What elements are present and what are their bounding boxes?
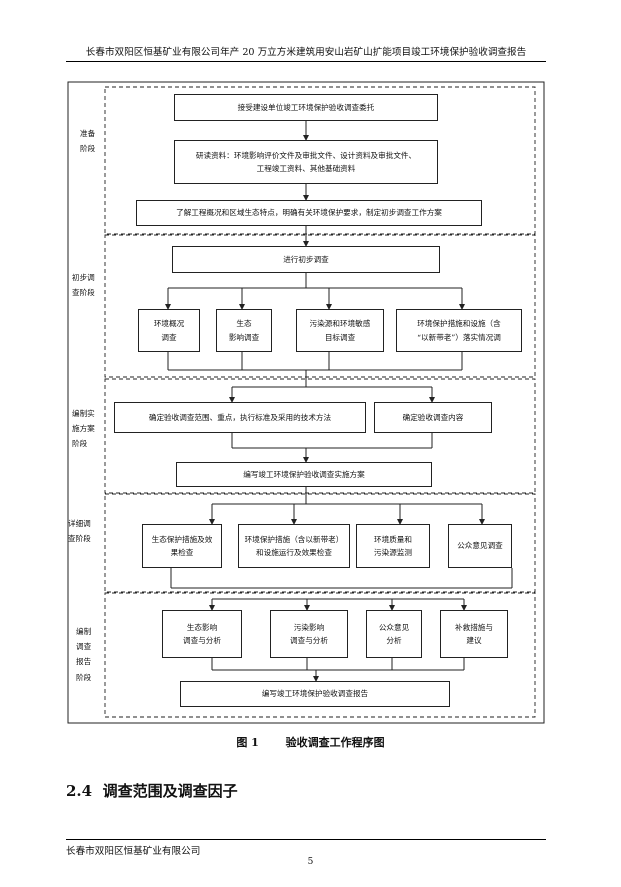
box-determine-content: 确定验收调查内容 <box>374 402 492 433</box>
section-heading: 2.4 调查范围及调查因子 <box>66 780 238 801</box>
box-pollution-analysis: 污染影响 调查与分析 <box>270 610 348 658</box>
page-number: 5 <box>307 857 314 867</box>
box-env-overview: 环境概况 调查 <box>138 309 200 352</box>
box-preliminary-survey: 进行初步调查 <box>172 246 440 273</box>
footer-company: 长春市双阳区恒基矿业有限公司 <box>66 846 201 857</box>
box-eco-measures-check: 生态保护措施及效 果检查 <box>142 524 222 568</box>
section-number: 2.4 <box>66 782 93 800</box>
box-pollution-source: 污染源和环境敏感 目标调查 <box>296 309 384 352</box>
stage-label-prepare: 准备 阶段 <box>80 129 96 154</box>
flowchart-lines <box>67 81 545 724</box>
box-determine-scope: 确定验收调查范围、重点，执行标准及采用的技术方法 <box>114 402 366 433</box>
figure-caption: 图 1 验收调查工作程序图 <box>0 734 621 750</box>
box-public-analysis: 公众意见 分析 <box>366 610 422 658</box>
flowchart-figure: 准备 阶段 初步调 查阶段 编制实 施方案 阶段 详细调 查阶段 编制 调查 报… <box>66 80 546 725</box>
figure-caption-number: 图 1 <box>236 736 259 749</box>
box-eco-impact: 生态 影响调查 <box>216 309 272 352</box>
stage-label-detailed: 详细调 查阶段 <box>68 519 91 544</box>
box-write-plan: 编写竣工环境保护验收调查实施方案 <box>176 462 432 487</box>
footer-divider <box>66 839 546 840</box>
stage-label-report: 编制 调查 报告 阶段 <box>76 627 92 682</box>
box-entrust: 接受建设单位竣工环境保护验收调查委托 <box>174 94 438 121</box>
figure-caption-text: 验收调查工作程序图 <box>285 736 385 749</box>
box-env-measures-check: 环境保护措施（含以新带老） 和设施运行及效果检查 <box>238 524 350 568</box>
box-remedial-measures: 补救措施与 建议 <box>440 610 508 658</box>
section-title: 调查范围及调查因子 <box>102 782 238 800</box>
box-write-report: 编写竣工环境保护验收调查报告 <box>180 681 450 707</box>
box-public-survey: 公众意见调查 <box>448 524 512 568</box>
stage-label-plan: 编制实 施方案 阶段 <box>72 409 95 449</box>
stage-label-preliminary: 初步调 查阶段 <box>72 273 95 298</box>
box-measures-implementation: 环境保护措施和设施（含 “以新带老”）落实情况调 <box>396 309 522 352</box>
box-eco-analysis: 生态影响 调查与分析 <box>162 610 242 658</box>
box-understand-project: 了解工程概况和区域生态特点，明确有关环境保护要求，制定初步调查工作方案 <box>136 200 482 226</box>
box-quality-monitoring: 环境质量和 污染源监测 <box>356 524 430 568</box>
running-header: 长春市双阳区恒基矿业有限公司年产 20 万立方米建筑用安山岩矿山扩能项目竣工环境… <box>85 47 527 58</box>
box-study-materials: 研读资料：环境影响评价文件及审批文件、设计资料及审批文件、 工程竣工资料、其他基… <box>174 140 438 184</box>
header-divider <box>66 61 546 62</box>
